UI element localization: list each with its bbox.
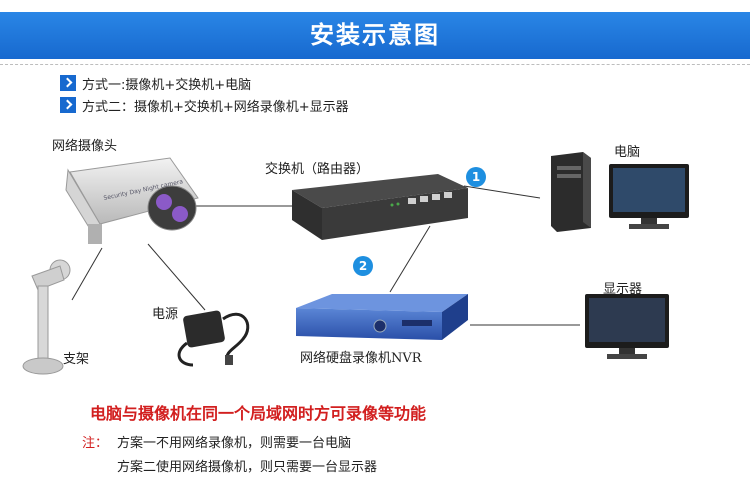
method-two: 方式二：摄像机+交换机+网络录像机+显示器 [60,95,349,115]
bracket-stand-icon [22,259,71,375]
camera-stand-line [71,247,103,301]
stand-label: 支架 [63,352,90,367]
red-notice-title: 电脑与摄像机在同一个局域网时方可录像等功能 [90,404,427,423]
title-banner: 安装示意图 [0,12,750,59]
switch-nvr-line [389,225,431,293]
network-switch-icon [292,174,468,240]
badge-two: 2 [353,256,373,276]
badge-one: 1 [466,167,486,187]
note-line-one: 方案一不用网络录像机，则需要一台电脑 [117,436,352,451]
power-label: 电源 [152,307,179,322]
chevron-right-icon [60,75,76,91]
chevron-right-icon [60,97,76,113]
desktop-computer-icon [551,152,689,232]
nvr-recorder-icon [296,294,468,340]
method-two-text: 方式二：摄像机+交换机+网络录像机+显示器 [82,99,349,115]
monitor-icon [585,294,669,359]
camera-label: 网络摄像头 [52,139,118,154]
power-adapter-icon [177,310,250,367]
camera-power-line [147,243,206,311]
nvr-label: 网络硬盘录像机NVR [300,351,422,366]
note-line-two: 方案二使用网络摄像机，则只需要一台显示器 [117,460,378,475]
switch-computer-line [463,185,541,199]
note-label: 注： [82,436,109,451]
switch-label: 交换机（路由器） [265,162,370,177]
monitor-label: 显示器 [603,282,643,297]
camera-icon: Security Day Night camera [65,157,199,244]
divider [0,64,750,65]
method-one-text: 方式一:摄像机+交换机+电脑 [82,77,252,93]
computer-label: 电脑 [614,145,641,160]
page-title: 安装示意图 [310,21,440,49]
method-one: 方式一:摄像机+交换机+电脑 [60,73,251,93]
